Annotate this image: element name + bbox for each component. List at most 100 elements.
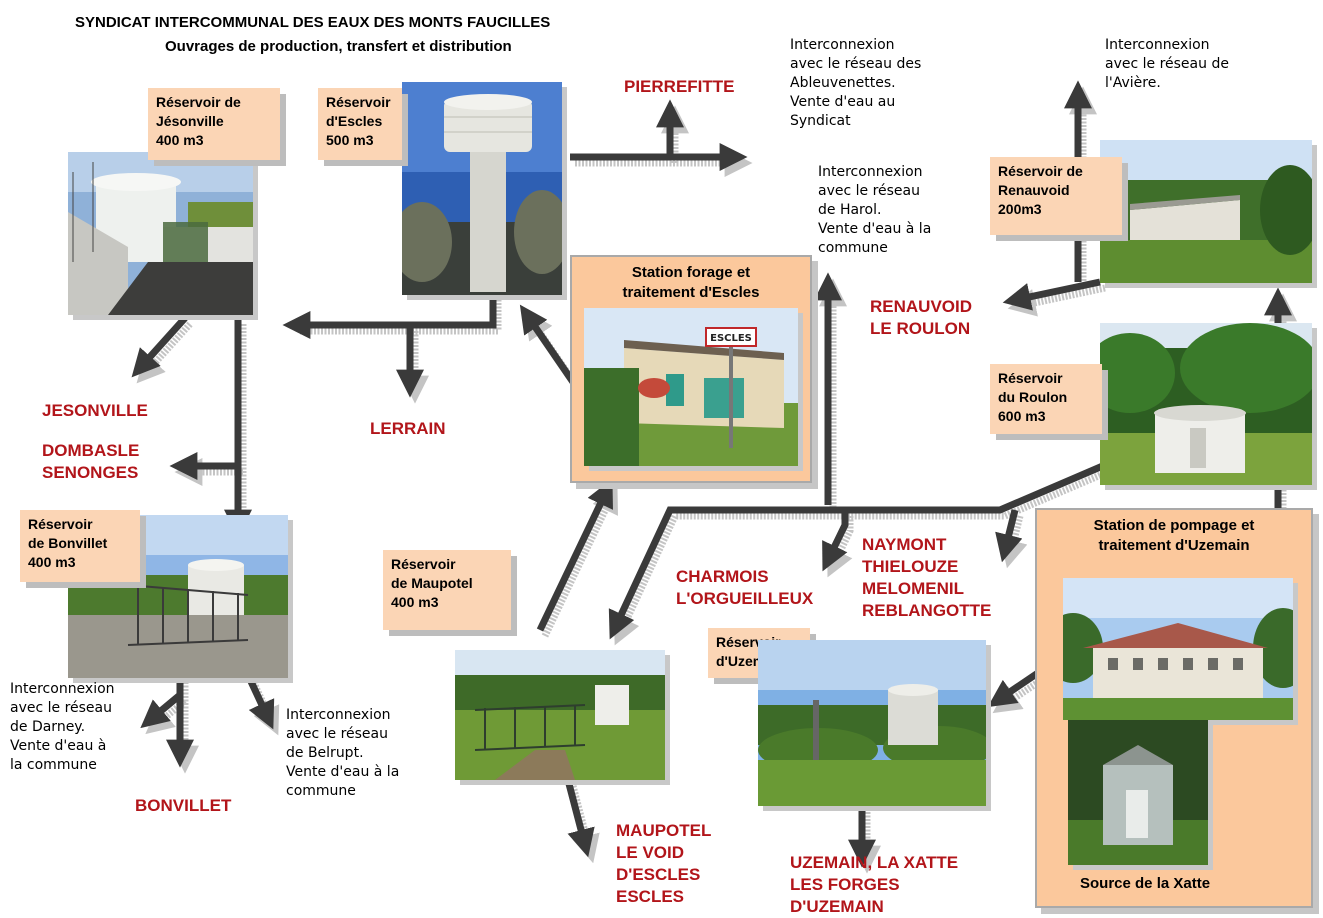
note-line: avec le réseau: [818, 182, 920, 199]
town-line: BONVILLET: [135, 796, 232, 815]
arrow-charmois: [822, 510, 849, 572]
note-line: Interconnexion: [1105, 37, 1210, 53]
town-pierrefitte: PIERREFITTE: [624, 76, 735, 98]
photo-source-xatte: [1068, 720, 1208, 865]
town-line: DOMBASLE: [42, 441, 140, 460]
note-line: de Harol.: [818, 201, 882, 218]
label-line: 200m3: [998, 200, 1042, 217]
town-line: D'UZEMAIN: [790, 897, 884, 917]
note-darney: Interconnexion avec le réseau de Darney.…: [10, 680, 115, 774]
label-line: Réservoir: [391, 556, 456, 572]
label-reservoir-escles: Réservoir d'Escles 500 m3: [318, 88, 402, 160]
town-line: REBLANGOTTE: [862, 601, 992, 621]
photo-reservoir-uzemain: [758, 640, 986, 806]
label-line: 600 m3: [998, 407, 1046, 424]
photo-reservoir-roulon: [1100, 323, 1312, 485]
arrow-naymont: [995, 509, 1023, 563]
label-line: de Maupotel: [391, 574, 473, 591]
label-line: du Roulon: [998, 388, 1068, 405]
town-renauvoid-roulon: RENAUVOID LE ROULON: [870, 296, 972, 340]
photo-reservoir-escles: [402, 82, 562, 295]
note-line: Interconnexion: [818, 164, 923, 180]
label-reservoir-maupotel: Réservoir de Maupotel 400 m3: [383, 550, 511, 630]
note-line: la commune: [10, 756, 97, 773]
note-ableuvenettes: Interconnexion avec le réseau des Ableuv…: [790, 36, 921, 130]
town-line: MELOMENIL: [862, 579, 964, 599]
town-uzemain: UZEMAIN, LA XATTE LES FORGES D'UZEMAIN: [790, 852, 958, 918]
label-line: de Bonvillet: [28, 534, 108, 551]
note-line: Vente d'eau à: [10, 737, 107, 754]
station-title-line: traitement d'Uzemain: [1098, 537, 1250, 555]
diagram-subtitle: Ouvrages de production, transfert et dis…: [165, 38, 512, 55]
town-bonvillet: BONVILLET: [135, 795, 231, 817]
station-title-line: Station forage et: [631, 264, 751, 281]
photo-reservoir-jesonville: [68, 152, 253, 315]
note-line: Vente d'eau à la: [818, 220, 932, 237]
town-dombasle-senonges: DOMBASLE SENONGES: [42, 440, 139, 484]
label-line: Réservoir: [326, 94, 391, 110]
station-title-line: traitement d'Escles: [622, 284, 760, 302]
arrow-roulon-maupotel: [608, 461, 1107, 640]
town-lerrain: LERRAIN: [370, 418, 446, 440]
town-line: L'ORGUEILLEUX: [676, 589, 814, 609]
town-line: JESONVILLE: [42, 401, 148, 420]
town-line: LE VOID: [616, 843, 685, 863]
label-line: Réservoir de: [156, 94, 241, 110]
arrow-darney: [140, 692, 183, 729]
town-line: CHARMOIS: [676, 567, 769, 586]
note-line: Interconnexion: [286, 707, 391, 723]
town-line: NAYMONT: [862, 535, 947, 554]
note-line: avec le réseau de: [1105, 55, 1229, 72]
note-line: commune: [286, 782, 356, 799]
town-jesonville: JESONVILLE: [42, 400, 148, 422]
town-maupotel: MAUPOTEL LE VOID D'ESCLES ESCLES: [616, 820, 711, 908]
source-xatte-label: Source de la Xatte: [1080, 875, 1211, 892]
label-line: d'Escles: [326, 112, 383, 129]
town-line: SENONGES: [42, 463, 139, 483]
label-reservoir-jesonville: Réservoir de Jésonville 400 m3: [148, 88, 280, 160]
label-line: 400 m3: [28, 553, 76, 570]
label-reservoir-bonvillet: Réservoir de Bonvillet 400 m3: [20, 510, 140, 582]
note-aviere: Interconnexion avec le réseau de l'Avièr…: [1105, 36, 1229, 93]
note-line: avec le réseau: [286, 725, 388, 742]
photo-reservoir-renauvoid: [1100, 140, 1312, 283]
town-line: MAUPOTEL: [616, 821, 712, 840]
town-line: THIELOUZE: [862, 557, 959, 577]
arrow-escles-west: [282, 290, 497, 339]
town-line: ESCLES: [616, 887, 685, 907]
note-line: de Darney.: [10, 718, 86, 735]
town-line: LE ROULON: [870, 319, 971, 339]
note-line: commune: [818, 239, 888, 256]
photo-station-escles: ESCLES: [584, 308, 798, 466]
station-title-line: Station de pompage et: [1093, 517, 1255, 534]
photo-station-uzemain: [1063, 578, 1293, 720]
label-line: 400 m3: [156, 131, 204, 148]
town-naymont: NAYMONT THIELOUZE MELOMENIL REBLANGOTTE: [862, 534, 991, 622]
escles-sign-text: ESCLES: [710, 333, 752, 344]
town-line: RENAUVOID: [870, 297, 973, 316]
note-line: l'Avière.: [1105, 74, 1161, 91]
arrow-jesonville: [131, 315, 188, 378]
label-line: Réservoir de: [998, 163, 1083, 179]
town-line: UZEMAIN, LA XATTE: [790, 853, 959, 872]
town-line: LERRAIN: [370, 419, 446, 438]
photo-reservoir-maupotel: [455, 650, 665, 780]
town-line: D'ESCLES: [616, 865, 701, 885]
note-line: avec le réseau des: [790, 55, 922, 72]
arrow-station-escles: [519, 304, 578, 387]
town-line: PIERREFITTE: [624, 77, 735, 96]
arrow-renauvoid-town: [1002, 278, 1101, 311]
arrow-maupotel-down: [564, 779, 595, 858]
label-line: 400 m3: [391, 593, 439, 610]
note-harol: Interconnexion avec le réseau de Harol. …: [818, 163, 931, 257]
note-line: Ableuvenettes.: [790, 74, 896, 91]
label-line: Réservoir: [28, 516, 93, 532]
label-line: Réservoir: [998, 370, 1063, 386]
label-reservoir-roulon: Réservoir du Roulon 600 m3: [990, 364, 1102, 434]
note-line: Syndicat: [790, 112, 851, 129]
note-line: Vente d'eau à la: [286, 763, 400, 780]
arrow-maupotel-up: [536, 478, 613, 632]
label-line: 500 m3: [326, 131, 374, 148]
note-line: de Belrupt.: [286, 744, 364, 761]
note-line: avec le réseau: [10, 699, 112, 716]
